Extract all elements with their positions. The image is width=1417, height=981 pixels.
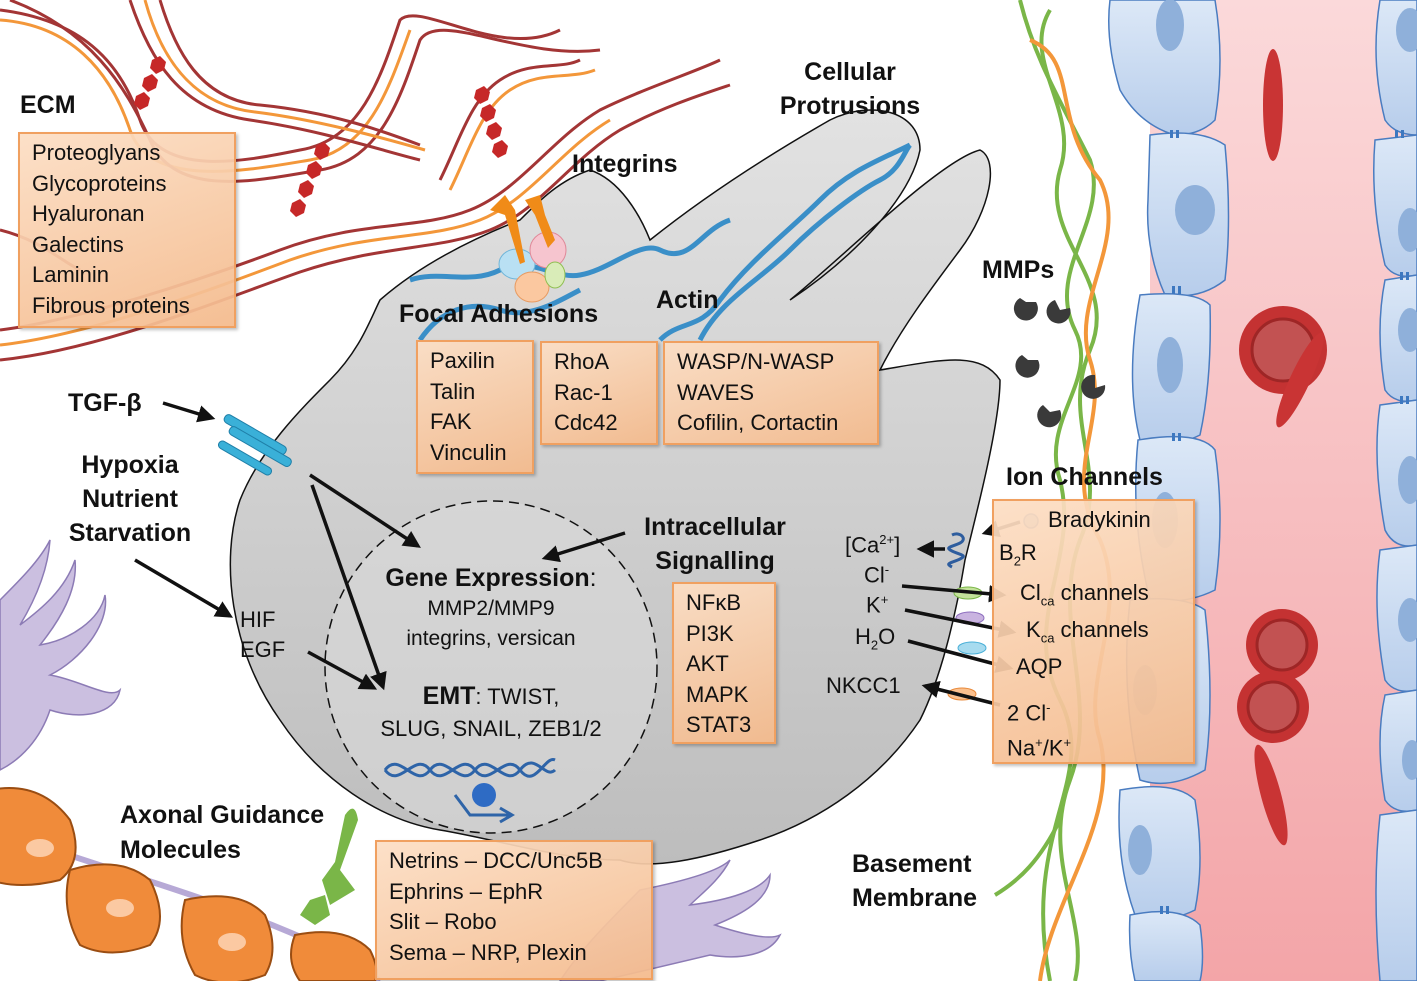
potassium-label: K+ [866, 592, 889, 618]
cellular-protrusions-heading: Cellular Protrusions [765, 55, 935, 123]
dna-helix [383, 758, 557, 824]
axonal-guidance-box: Netrins – DCC/Unc5B Ephrins – EphR Slit … [375, 840, 653, 980]
mmp-enzymes [1013, 298, 1106, 428]
ion-channels-box [992, 499, 1195, 764]
fa-item: Paxilin [430, 348, 495, 373]
emt-block: EMT: TWIST, SLUG, SNAIL, ZEB1/2 [340, 680, 642, 745]
ecm-item: Proteoglyans [32, 140, 161, 165]
ion-channels-heading: Ion Channels [1006, 463, 1163, 491]
focal-adhesions-heading: Focal Adhesions [399, 300, 599, 328]
axonal-line2: Molecules [120, 836, 241, 864]
signalling-item: NFκB [686, 590, 741, 615]
axonal-guidance-heading: Axonal Guidance Molecules [120, 798, 324, 868]
ecm-item: Galectins [32, 231, 124, 257]
ecm-heading: ECM [20, 91, 76, 119]
nkcc1-label: NKCC1 [826, 673, 901, 698]
intracellular-line2: Signalling [655, 547, 775, 575]
hyaluronan-chains [134, 56, 508, 217]
tgf-beta-receptor [217, 414, 292, 476]
ecm-item: Glycoproteins [32, 170, 167, 196]
signalling-pathways-box: NFκB PI3K AKT MAPK STAT3 [672, 582, 776, 744]
guidance-item: Slit – Robo [389, 909, 497, 934]
rho-item: Rac-1 [554, 379, 613, 405]
rho-item: Cdc42 [554, 410, 618, 435]
aqp-label: AQP [1016, 654, 1063, 679]
calcium-label: [Ca2+] [845, 532, 901, 558]
basement-line2: Membrane [852, 884, 978, 912]
rho-item: RhoA [554, 349, 610, 374]
signalling-item: MAPK [686, 681, 749, 707]
gene-expression-title: Gene Expression [385, 564, 590, 592]
nucleus-boundary [324, 500, 658, 834]
hypoxia-line2: Nutrient [82, 485, 178, 513]
focal-adhesion-complex [490, 195, 567, 303]
actin-heading: Actin [656, 286, 719, 314]
ecm-components-box: Proteoglyans Glycoproteins Hyaluronan Ga… [18, 132, 236, 328]
hypoxia-line3: Starvation [68, 519, 192, 547]
signalling-item: STAT3 [686, 712, 752, 737]
protrusions-line2: Protrusions [779, 92, 921, 120]
chloride-label: Cl- [864, 562, 890, 588]
actin-item: WAVES [677, 379, 755, 405]
focal-adhesion-proteins-box: Paxilin Talin FAK Vinculin [416, 340, 534, 474]
guidance-molecule [300, 808, 358, 925]
transcription-factor [472, 783, 496, 807]
endothelial-nuclei-right [1396, 8, 1417, 780]
fa-item: FAK [430, 409, 472, 434]
bradykinin-label: Bradykinin [1048, 507, 1151, 532]
actin-regulators-box: WASP/N-WASP WAVES Cofilin, Cortactin [663, 341, 879, 445]
signalling-item: AKT [686, 651, 729, 676]
signalling-item: PI3K [686, 620, 734, 646]
basement-line1: Basement [852, 850, 972, 878]
ecm-item: Fibrous proteins [32, 292, 190, 318]
hif-egf-label: HIF EGF [240, 605, 285, 665]
gene-expression-line2: integrins, versican [406, 627, 576, 650]
guidance-item: Netrins – DCC/Unc5B [389, 848, 603, 873]
hypoxia-line1: Hypoxia [81, 451, 179, 479]
emt-line2: SLUG, SNAIL, ZEB1/2 [380, 716, 602, 741]
fa-item: Talin [430, 378, 476, 404]
mmps-heading: MMPs [982, 256, 1055, 284]
axonal-line1: Axonal Guidance [120, 801, 325, 829]
axon-cells [0, 787, 382, 981]
intracellular-signalling-heading: Intracellular Signalling [625, 510, 805, 578]
water-label: H2O [855, 624, 896, 653]
egf-label: EGF [240, 637, 286, 662]
emt-title: EMT [422, 682, 476, 710]
protrusions-line1: Cellular [804, 58, 896, 86]
gene-expression-line1: MMP2/MMP9 [427, 597, 555, 620]
intracellular-line1: Intracellular [644, 513, 786, 541]
clca-channels-label: Clca channels [1020, 580, 1149, 609]
actin-filaments [409, 142, 912, 342]
integrins-heading: Integrins [572, 150, 678, 178]
ecm-item: Laminin [32, 262, 110, 287]
hif-label: HIF [240, 607, 276, 632]
fa-item: Vinculin [430, 439, 507, 465]
red-blood-cells [1237, 49, 1327, 846]
ecm-item: Hyaluronan [32, 201, 145, 226]
actin-item: WASP/N-WASP [677, 349, 835, 374]
basement-membrane-heading: Basement Membrane [852, 847, 977, 915]
gene-expression-block: Gene Expression: MMP2/MMP9 integrins, ve… [340, 562, 642, 654]
guidance-item: Ephrins – EphR [389, 878, 544, 904]
emt-rest: : TWIST, [475, 684, 560, 709]
b2r-label: B2R [999, 540, 1037, 569]
nkcc1-substrates-label: 2 Cl- Na+/K+ [1007, 700, 1072, 761]
kca-channels-label: Kca channels [1026, 617, 1149, 646]
gene-expression-colon: : [589, 564, 597, 592]
actin-item: Cofilin, Cortactin [677, 410, 839, 435]
tight-junctions [1160, 130, 1409, 914]
hypoxia-heading: Hypoxia Nutrient Starvation [50, 448, 210, 550]
rho-gtpases-box: RhoA Rac-1 Cdc42 [540, 341, 658, 445]
tgf-beta-heading: TGF-β [68, 389, 142, 417]
guidance-item: Sema – NRP, Plexin [389, 939, 587, 965]
